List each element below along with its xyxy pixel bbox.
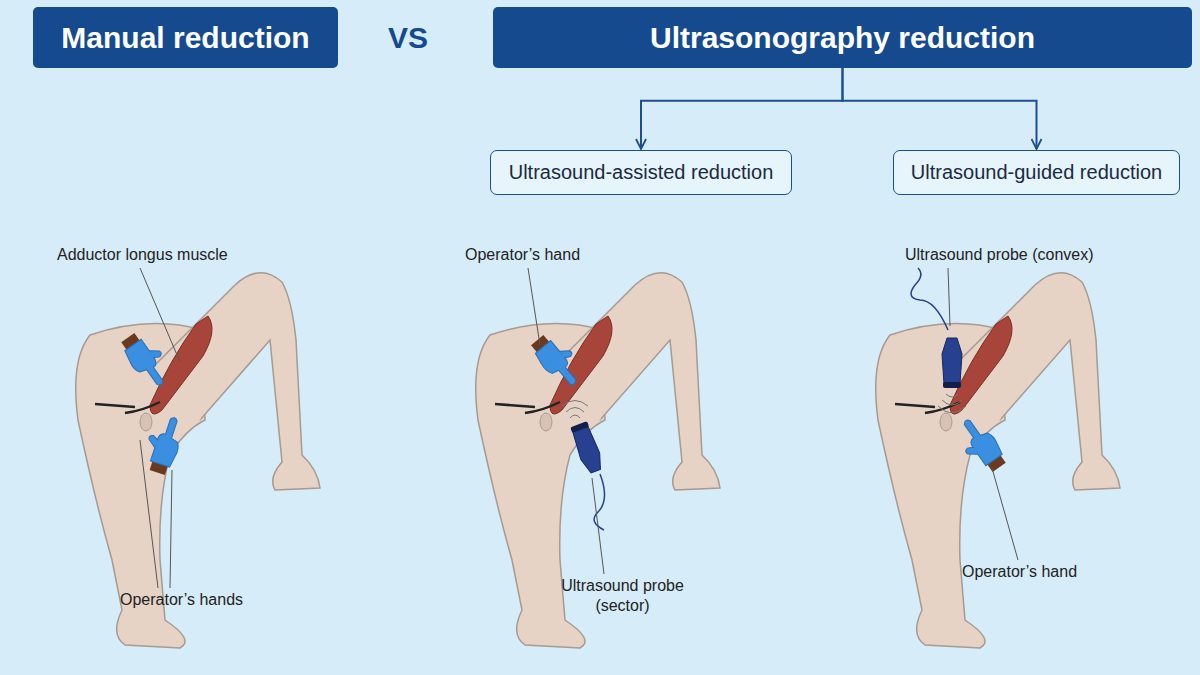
part-label: Operator’s hand [962, 562, 1122, 582]
split-arrow [843, 68, 1037, 149]
operator-hand [951, 413, 1010, 478]
sector-probe [569, 421, 605, 475]
part-label: Ultrasound probe (convex) [905, 245, 1125, 265]
part-label: Operator’s hands [120, 590, 280, 610]
probe-cable [594, 474, 604, 530]
method-box: Ultrasound-assisted reduction [490, 150, 792, 195]
method-header: Ultrasonography reduction [493, 7, 1192, 68]
part-label: Ultrasound probe (sector) [560, 576, 685, 616]
operator-hand [117, 327, 176, 392]
node-text: Ultrasound-guided reduction [911, 161, 1162, 184]
probe-cable [911, 268, 948, 330]
patient-figure [876, 273, 1120, 648]
ultrasound-waves [562, 401, 588, 419]
method-box: Ultrasound-guided reduction [893, 150, 1180, 195]
split-arrow [641, 68, 843, 149]
patient-figure [476, 273, 720, 648]
versus-text: VS [388, 19, 448, 57]
patient-figure [76, 273, 320, 648]
node-text: Ultrasound-assisted reduction [509, 161, 774, 184]
part-label: Adductor longus muscle [57, 245, 277, 265]
part-label: Operator’s hand [465, 245, 625, 265]
node-text: Manual reduction [61, 21, 309, 55]
method-header: Manual reduction [33, 7, 338, 68]
ultrasound-waves [938, 394, 966, 413]
leader-lines [140, 268, 1018, 588]
node-text: Ultrasonography reduction [650, 21, 1035, 55]
convex-probe [942, 338, 962, 388]
operator-hand [140, 412, 187, 476]
operator-hand [528, 328, 589, 392]
